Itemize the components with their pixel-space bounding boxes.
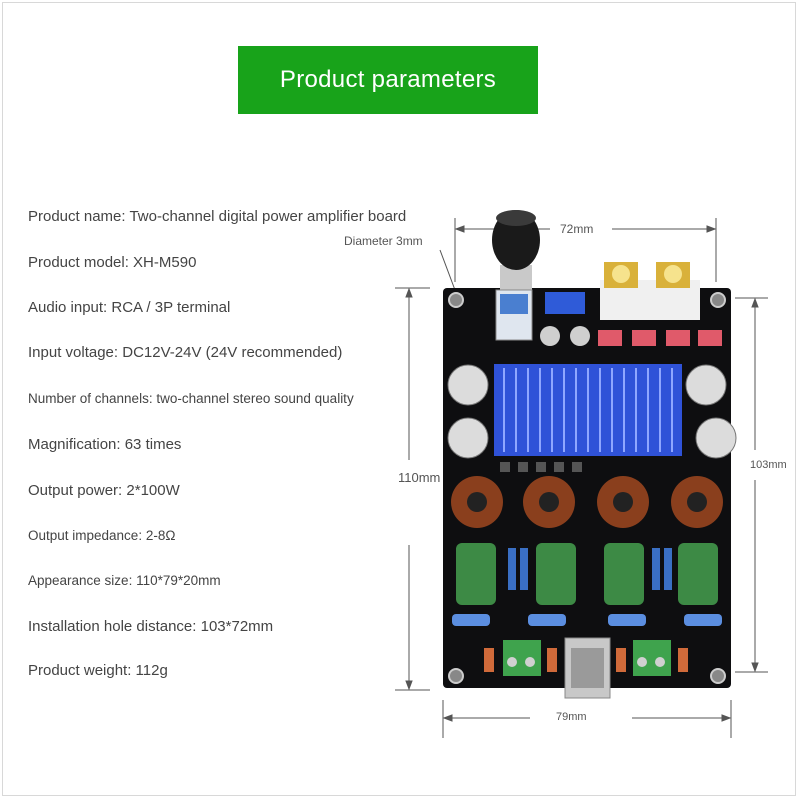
- ic-pins: [500, 462, 582, 472]
- param-magnification: Magnification: 63 times: [28, 436, 182, 453]
- param-audio-input: Audio input: RCA / 3P terminal: [28, 299, 231, 316]
- param-appearance-size: Appearance size: 110*79*20mm: [28, 573, 221, 588]
- param-output-impedance: Output impedance: 2-8Ω: [28, 528, 176, 543]
- inductors: [451, 476, 723, 528]
- resistors: [508, 548, 672, 590]
- output-terminals: [503, 640, 671, 676]
- film-capacitors: [456, 543, 718, 605]
- blue-capacitors: [452, 614, 722, 626]
- param-product-name: Product name: Two-channel digital power …: [28, 208, 407, 225]
- dim-right-height: 103mm: [750, 459, 787, 471]
- orange-capacitors: [484, 648, 688, 672]
- product-parameters-banner: Product parameters: [238, 46, 538, 114]
- param-hole-distance: Installation hole distance: 103*72mm: [28, 618, 274, 635]
- red-capacitors: [598, 330, 722, 346]
- param-product-model: Product model: XH-M590: [28, 254, 197, 271]
- param-input-voltage: Input voltage: DC12V-24V (24V recommende…: [28, 344, 343, 361]
- param-output-power: Output power: 2*100W: [28, 482, 180, 499]
- rca-jacks: [600, 262, 700, 320]
- 3p-terminal: [545, 292, 585, 314]
- mounting-holes: [448, 292, 726, 684]
- param-weight: Product weight: 112g: [28, 662, 168, 679]
- dim-left-height: 110mm: [398, 470, 441, 485]
- dimension-lines: [395, 218, 768, 738]
- dim-top-width: 72mm: [560, 222, 594, 236]
- banner-title: Product parameters: [279, 66, 497, 93]
- param-channels: Number of channels: two-channel stereo s…: [28, 391, 354, 406]
- volume-knob: [492, 210, 540, 270]
- heatsink-fins: [503, 368, 673, 452]
- small-capacitors: [540, 326, 590, 346]
- electrolytic-capacitors: [447, 364, 737, 459]
- dim-diameter: Diameter 3mm: [344, 234, 423, 248]
- dim-bottom-width: 79mm: [556, 711, 587, 723]
